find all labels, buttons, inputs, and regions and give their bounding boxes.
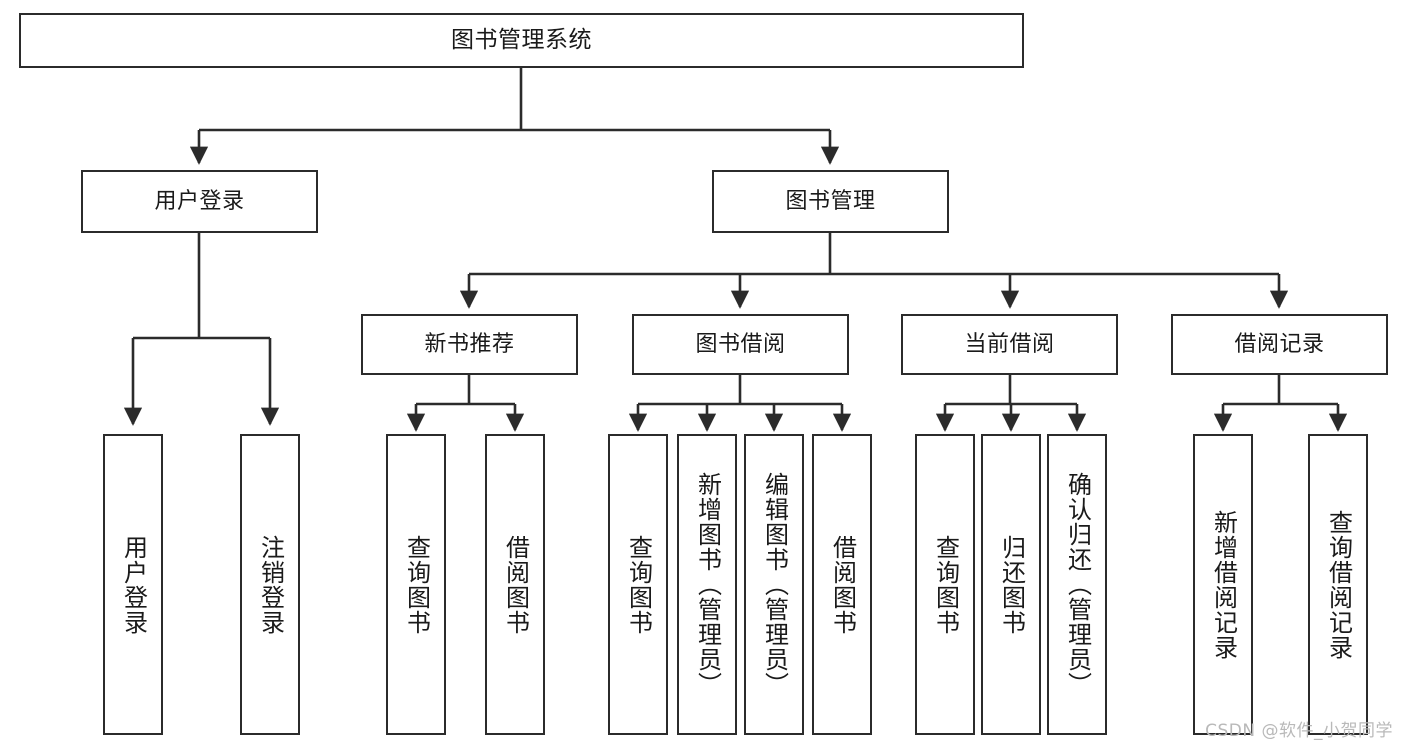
watermark-text: CSDN @软件_小贺同学 <box>1205 721 1393 741</box>
node-book-borrow[interactable]: 图书借阅 <box>632 314 849 375</box>
node-user-login[interactable]: 用户登录 <box>81 170 318 233</box>
node-leaf-borrow-book-recommend[interactable]: 借阅图书 <box>485 434 545 735</box>
node-borrow-record-label: 借阅记录 <box>1234 331 1325 357</box>
node-leaf-query-book-borrow[interactable]: 查询图书 <box>608 434 668 735</box>
node-leaf-logout[interactable]: 注销登录 <box>240 434 300 735</box>
node-current-borrow-label: 当前借阅 <box>964 331 1055 357</box>
node-leaf-user-login[interactable]: 用户登录 <box>103 434 163 735</box>
node-new-book-recommend[interactable]: 新书推荐 <box>361 314 578 375</box>
node-leaf-query-book-current[interactable]: 查询图书 <box>915 434 975 735</box>
node-leaf-query-book-recommend[interactable]: 查询图书 <box>386 434 446 735</box>
node-leaf-query-borrow-record[interactable]: 查询借阅记录 <box>1308 434 1368 735</box>
node-leaf-add-borrow-record[interactable]: 新增借阅记录 <box>1193 434 1253 735</box>
node-leaf-borrow-book[interactable]: 借阅图书 <box>812 434 872 735</box>
node-leaf-logout-label: 注销登录 <box>256 534 285 635</box>
node-leaf-edit-book-admin-label: 编辑图书（管理员） <box>760 472 789 697</box>
node-leaf-query-borrow-record-label: 查询借阅记录 <box>1324 509 1353 660</box>
node-root-system[interactable]: 图书管理系统 <box>19 13 1024 68</box>
node-leaf-edit-book-admin[interactable]: 编辑图书（管理员） <box>744 434 804 735</box>
node-leaf-query-book-current-label: 查询图书 <box>931 534 960 635</box>
node-leaf-return-book-label: 归还图书 <box>997 534 1026 635</box>
node-current-borrow[interactable]: 当前借阅 <box>901 314 1118 375</box>
node-leaf-borrow-book-recommend-label: 借阅图书 <box>501 534 530 635</box>
node-leaf-confirm-return-admin[interactable]: 确认归还（管理员） <box>1047 434 1107 735</box>
node-user-login-label: 用户登录 <box>154 188 245 214</box>
node-book-borrow-label: 图书借阅 <box>695 331 786 357</box>
node-book-management[interactable]: 图书管理 <box>712 170 949 233</box>
node-leaf-confirm-return-admin-label: 确认归还（管理员） <box>1063 472 1092 697</box>
node-leaf-return-book[interactable]: 归还图书 <box>981 434 1041 735</box>
node-leaf-query-book-borrow-label: 查询图书 <box>624 534 653 635</box>
node-leaf-query-book-recommend-label: 查询图书 <box>402 534 431 635</box>
node-new-book-recommend-label: 新书推荐 <box>424 331 515 357</box>
node-leaf-borrow-book-label: 借阅图书 <box>828 534 857 635</box>
node-leaf-add-book-admin-label: 新增图书（管理员） <box>693 472 722 697</box>
node-borrow-record[interactable]: 借阅记录 <box>1171 314 1388 375</box>
node-root-system-label: 图书管理系统 <box>451 26 592 53</box>
node-book-management-label: 图书管理 <box>785 188 876 214</box>
node-leaf-add-borrow-record-label: 新增借阅记录 <box>1209 509 1238 660</box>
node-leaf-user-login-label: 用户登录 <box>119 534 148 635</box>
node-leaf-add-book-admin[interactable]: 新增图书（管理员） <box>677 434 737 735</box>
